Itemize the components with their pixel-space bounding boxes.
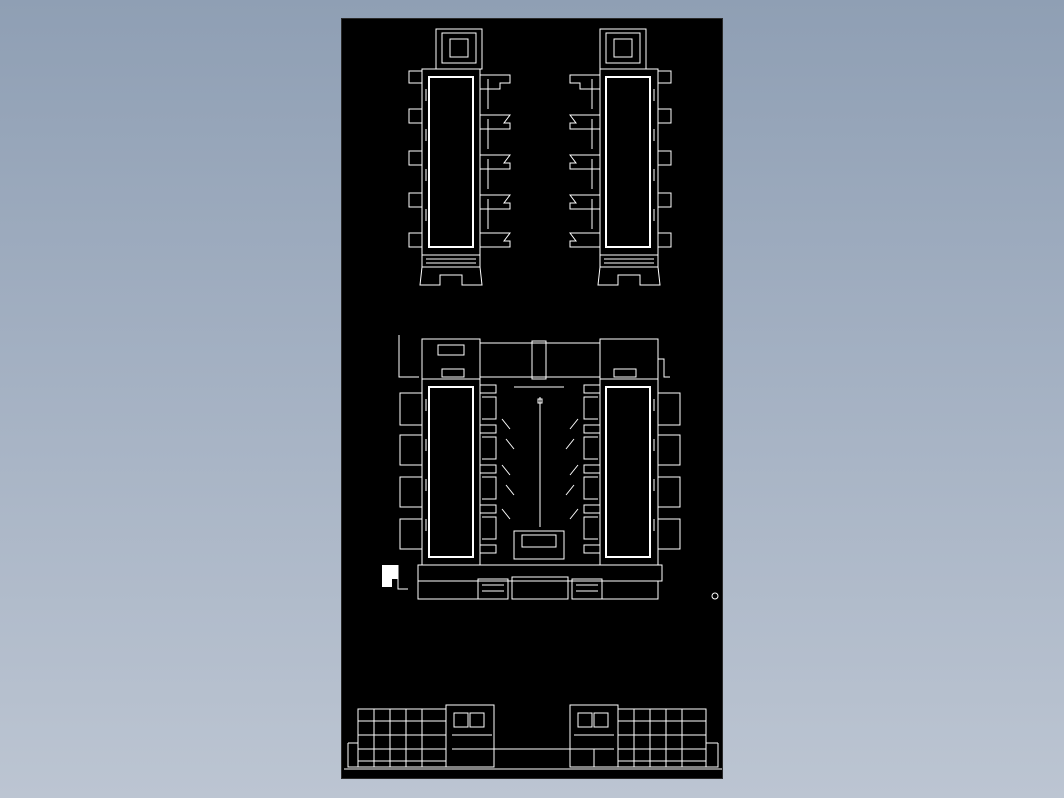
upper-left-wing: [408, 28, 511, 286]
ground-floor-plan: [382, 335, 719, 600]
drawing-sheet[interactable]: [341, 18, 723, 779]
upper-right-wing: [569, 28, 672, 286]
cad-drawing: [344, 28, 722, 770]
upper-floor-plan: [408, 28, 672, 286]
front-elevation: [344, 704, 722, 770]
